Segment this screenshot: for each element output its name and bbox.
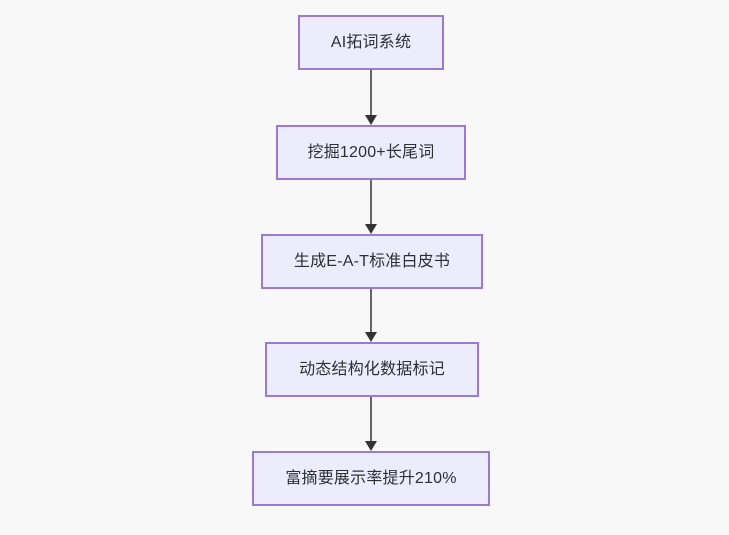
flow-node-n1[interactable]: AI拓词系统 — [298, 15, 444, 70]
flow-arrow-3 — [354, 289, 388, 342]
flow-node-label: 挖掘1200+长尾词 — [307, 143, 435, 161]
flow-node-n4[interactable]: 动态结构化数据标记 — [265, 342, 479, 397]
flow-arrow-4 — [354, 397, 388, 451]
flow-arrow-2 — [354, 180, 388, 234]
flow-node-n3[interactable]: 生成E-A-T标准白皮书 — [261, 234, 483, 289]
flow-node-n2[interactable]: 挖掘1200+长尾词 — [276, 125, 466, 180]
flow-arrow-1 — [354, 70, 388, 125]
flow-node-label: 富摘要展示率提升210% — [285, 469, 457, 487]
flow-node-label: AI拓词系统 — [330, 33, 412, 51]
flow-node-label: 动态结构化数据标记 — [299, 360, 445, 378]
flow-node-n5[interactable]: 富摘要展示率提升210% — [252, 451, 490, 506]
flow-node-label: 生成E-A-T标准白皮书 — [293, 252, 451, 270]
